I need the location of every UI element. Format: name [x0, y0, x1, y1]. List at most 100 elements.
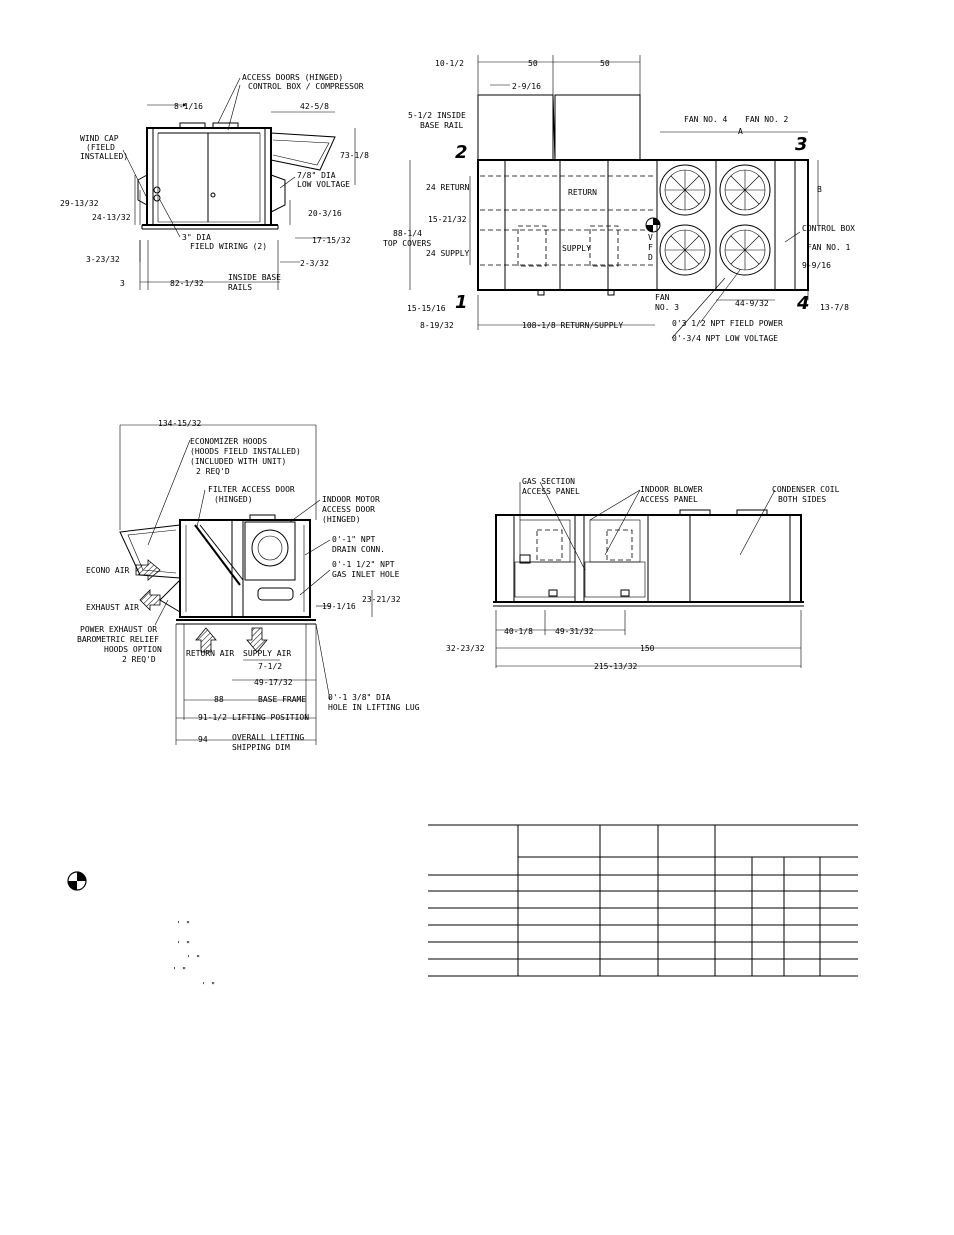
filter-access-door-label: FILTER ACCESS DOOR — [208, 485, 295, 494]
power-exhaust-label: POWER EXHAUST OR — [80, 625, 157, 634]
base-frame-label: BASE FRAME — [258, 695, 306, 704]
dim-24-supply: 24 SUPPLY — [426, 249, 470, 258]
economizer-hoods-label-3: (INCLUDED WITH UNIT) — [190, 457, 286, 466]
hood-box-right — [554, 94, 641, 161]
legend-mark-4: ' " — [172, 966, 186, 975]
dim-29-13-32: 29-13/32 — [60, 199, 99, 208]
economizer-hoods-label-2: (HOODS FIELD INSTALLED) — [190, 447, 301, 456]
condenser-coil-label-2: BOTH SIDES — [778, 495, 826, 504]
unit-end-outline — [179, 519, 311, 618]
center-of-gravity-legend-icon — [67, 871, 87, 891]
dim-73-1-8: 73-1/8 — [340, 151, 369, 160]
dim-82-1-32: 82-1/32 — [170, 279, 204, 288]
dim-44-9-32: 44-9/32 — [735, 299, 769, 308]
dim-13-7-8: 13-7/8 — [820, 303, 849, 312]
dim-215-13-32: 215-13/32 — [594, 662, 638, 671]
bottom-right-side-view: GAS SECTION ACCESS PANEL INDOOR BLOWER A… — [446, 477, 840, 671]
fan-1 — [719, 224, 771, 276]
condenser-coil-label: CONDENSER COIL — [772, 485, 840, 494]
vfd-v: V — [648, 233, 653, 242]
legend-mark-2: ' " — [176, 940, 190, 949]
hood-box-left — [477, 94, 554, 161]
shipping-dim-label: SHIPPING DIM — [232, 743, 290, 752]
access-doors-label: ACCESS DOORS (HINGED) — [242, 73, 343, 82]
economizer-hoods-label: ECONOMIZER HOODS — [190, 437, 267, 446]
center-of-gravity-icon — [645, 217, 661, 233]
gas-section-panel-label: GAS SECTION — [522, 477, 575, 486]
drain-conn-label: 0'-1" NPT — [332, 535, 376, 544]
return-air-arrow — [195, 627, 217, 653]
dim-3: 3 — [120, 279, 125, 288]
fan-3 — [659, 224, 711, 276]
dim-15-15-16: 15-15/16 — [407, 304, 446, 313]
low-voltage-label: 7/8" DIA — [297, 171, 336, 180]
fan-2-label: FAN NO. 2 — [745, 115, 789, 124]
return-air-label: RETURN AIR — [186, 649, 234, 658]
supply-air-arrow — [246, 627, 268, 653]
lug-hole-label-2: HOLE IN LIFTING LUG — [328, 703, 420, 712]
dim-150: 150 — [640, 644, 655, 653]
lug-hole-label: 0'-1 3/8" DIA — [328, 693, 391, 702]
inside-base-rail-label-2: BASE RAIL — [420, 121, 464, 130]
gas-inlet-label-2: GAS INLET HOLE — [332, 570, 400, 579]
dim-19-1-16: 19-1/16 — [322, 602, 356, 611]
dim-134-15-32: 134-15/32 — [158, 419, 202, 428]
dim-24-13-32: 24-13/32 — [92, 213, 131, 222]
control-box-label-right: CONTROL BOX — [802, 224, 855, 233]
dim-49-17-32: 49-17/32 — [254, 678, 293, 687]
wind-cap-label: WIND CAP — [80, 134, 119, 143]
dim-42-5-8: 42-5/8 — [300, 102, 329, 111]
fan-3-label-2: NO. 3 — [655, 303, 679, 312]
wind-cap-label-2: (FIELD — [86, 143, 115, 152]
economizer-hood — [119, 524, 181, 579]
dim-94: 94 — [198, 735, 208, 744]
field-wiring-label-2: FIELD WIRING (2) — [190, 242, 267, 251]
indoor-motor-door-label: INDOOR MOTOR — [322, 495, 380, 504]
indoor-blower-panel-label: INDOOR BLOWER — [640, 485, 703, 494]
dim-a: A — [738, 127, 743, 136]
dim-2-3-32: 2-3/32 — [300, 259, 329, 268]
dim-40-1-8: 40-1/8 — [504, 627, 533, 636]
field-power-label: 0'3 1/2 NPT FIELD POWER — [672, 319, 783, 328]
inside-base-rail-label: 5-1/2 INSIDE — [408, 111, 466, 120]
dim-2-9-16: 2-9/16 — [512, 82, 541, 91]
corner-2: 2 — [455, 142, 468, 163]
fan-1-label: FAN NO. 1 — [807, 243, 851, 252]
indoor-motor-door-label-3: (HINGED) — [322, 515, 361, 524]
top-covers-label: TOP COVERS — [383, 239, 431, 248]
fan-4 — [659, 164, 711, 216]
dim-8-19-32: 8-19/32 — [420, 321, 454, 330]
control-box-label: CONTROL BOX / COMPRESSOR — [248, 82, 364, 91]
dim-49-31-32: 49-31/32 — [555, 627, 594, 636]
power-exhaust-label-2: BAROMETRIC RELIEF — [77, 635, 159, 644]
dim-23-21-32: 23-21/32 — [362, 595, 401, 604]
power-exhaust-label-4: 2 REQ'D — [122, 655, 156, 664]
unit-plan-outline — [477, 159, 809, 291]
fan-4-label: FAN NO. 4 — [684, 115, 728, 124]
dim-15-21-32: 15-21/32 — [428, 215, 467, 224]
exhaust-hood — [159, 579, 181, 613]
corner-3: 3 — [795, 134, 808, 155]
gas-section-panel-label-2: ACCESS PANEL — [522, 487, 580, 496]
legend-block: ' " ' " ' " ' " ' " — [67, 871, 215, 990]
supply-air-label: SUPPLY AIR — [243, 649, 291, 658]
economizer-hoods-label-4: 2 REQ'D — [196, 467, 230, 476]
fan-3-label: FAN — [655, 293, 670, 302]
dim-8-1-16: 8-1/16 — [174, 102, 203, 111]
top-left-elevation: ACCESS DOORS (HINGED) CONTROL BOX / COMP… — [60, 73, 369, 292]
field-wiring-hole — [153, 186, 161, 194]
top-covers-dim: 88-1/4 — [393, 229, 422, 238]
corner-1: 1 — [455, 292, 468, 313]
dim-32-23-32: 32-23/32 — [446, 644, 485, 653]
wind-cap — [137, 174, 148, 206]
overall-lifting-label: OVERALL LIFTING — [232, 733, 304, 742]
legend-mark-3: ' " — [186, 954, 200, 963]
field-wiring-label: 3" DIA — [182, 233, 211, 242]
inside-base-label: INSIDE BASE — [228, 273, 281, 282]
vfd-d: D — [648, 253, 653, 262]
outdoor-hood — [270, 132, 336, 171]
data-table-grid — [428, 824, 858, 977]
dim-9-9-16: 9-9/16 — [802, 261, 831, 270]
filter-access-door-label-2: (HINGED) — [214, 495, 253, 504]
